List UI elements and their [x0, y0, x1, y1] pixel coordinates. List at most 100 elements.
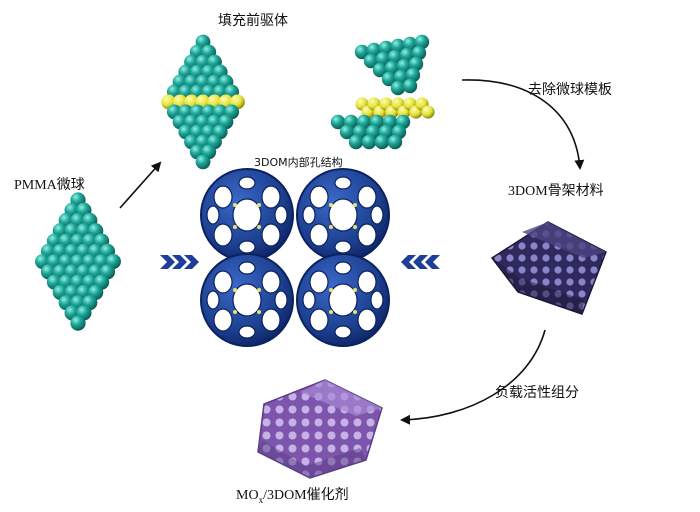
junction-dot	[353, 310, 357, 314]
junction-dot	[257, 203, 261, 207]
sphere	[366, 42, 382, 58]
pore	[261, 185, 281, 209]
junction-dot	[233, 225, 237, 229]
filled-precursor-pyramid	[161, 34, 245, 170]
pore	[213, 185, 233, 209]
junction-dot	[329, 203, 333, 207]
sphere	[408, 56, 424, 72]
sphere	[390, 80, 406, 96]
pore	[328, 198, 358, 232]
sphere	[372, 62, 388, 78]
junction-dot	[233, 203, 237, 207]
pore	[274, 205, 288, 225]
sphere	[348, 134, 364, 150]
sphere	[387, 134, 403, 150]
pore	[238, 240, 256, 254]
pore	[238, 261, 256, 275]
pore	[213, 223, 233, 247]
pore	[274, 290, 288, 310]
sphere	[384, 60, 400, 76]
sphere	[390, 38, 406, 54]
3dom-pore-framework	[200, 168, 390, 347]
sphere	[399, 47, 415, 63]
sphere	[402, 78, 418, 94]
catalyst-suffix: /3DOM催化剂	[263, 488, 349, 503]
sphere	[411, 45, 427, 61]
sphere	[405, 67, 421, 83]
junction-dot	[353, 203, 357, 207]
junction-dot	[257, 310, 261, 314]
pore	[238, 176, 256, 190]
junction-dot	[353, 225, 357, 229]
pore	[309, 185, 329, 209]
chevron-left-icon	[401, 255, 440, 269]
pore	[334, 176, 352, 190]
pore	[232, 283, 262, 317]
junction-dot	[353, 288, 357, 292]
arrow-pmma-to-fill	[119, 161, 162, 209]
pore	[309, 270, 329, 294]
pore	[238, 325, 256, 339]
label-inner-structure: 3DOM内部孔结构	[254, 156, 343, 169]
label-pmma: PMMA微球	[14, 178, 85, 193]
pore	[370, 290, 384, 310]
sphere	[70, 315, 86, 331]
junction-dot	[257, 225, 261, 229]
label-load-active: 负载活性组分	[495, 385, 579, 401]
sphere	[363, 53, 379, 69]
junction-dot	[257, 288, 261, 292]
sphere	[375, 51, 391, 67]
precursor-sphere	[421, 105, 435, 119]
junction-dot	[329, 225, 333, 229]
label-fill-precursor: 填充前驱体	[218, 13, 288, 29]
pore	[261, 223, 281, 247]
catalyst-subscript: x	[258, 494, 264, 505]
sphere	[387, 49, 403, 65]
pore	[357, 308, 377, 332]
junction-dot	[233, 310, 237, 314]
pore	[309, 223, 329, 247]
chevron-right-icon	[160, 255, 199, 269]
pore	[302, 290, 316, 310]
arrow-skeleton-to-catalyst	[400, 329, 546, 425]
pore	[261, 270, 281, 294]
sphere	[339, 124, 355, 140]
sphere	[381, 71, 397, 87]
pore	[206, 205, 220, 225]
catalyst-cube	[257, 379, 383, 479]
pore	[328, 283, 358, 317]
pore	[334, 261, 352, 275]
junction-dot	[329, 310, 333, 314]
sphere	[195, 154, 211, 170]
label-skeleton: 3DOM骨架材料	[508, 184, 604, 199]
junction-dot	[329, 288, 333, 292]
pore	[334, 325, 352, 339]
pore	[334, 240, 352, 254]
pore	[302, 205, 316, 225]
pore	[357, 223, 377, 247]
catalyst-prefix: MO	[236, 488, 259, 503]
pore	[206, 290, 220, 310]
sphere	[330, 114, 346, 130]
junction-dot	[233, 288, 237, 292]
pore	[309, 308, 329, 332]
label-catalyst: MOx/3DOM催化剂	[236, 484, 349, 505]
sphere	[393, 69, 409, 85]
label-remove-template: 去除微球模板	[528, 82, 612, 98]
sphere	[402, 36, 418, 52]
sphere	[354, 44, 370, 60]
pore	[357, 270, 377, 294]
pore	[357, 185, 377, 209]
pore	[213, 308, 233, 332]
arrow-remove-to-skeleton	[461, 79, 585, 170]
template-removal-layers	[330, 34, 435, 150]
3dom-skeleton-cube	[490, 221, 607, 315]
pmma-sphere-pyramid	[35, 192, 121, 331]
sphere	[414, 34, 430, 50]
pore	[261, 308, 281, 332]
sphere	[396, 58, 412, 74]
sphere	[374, 134, 390, 150]
pore	[213, 270, 233, 294]
pore	[232, 198, 262, 232]
